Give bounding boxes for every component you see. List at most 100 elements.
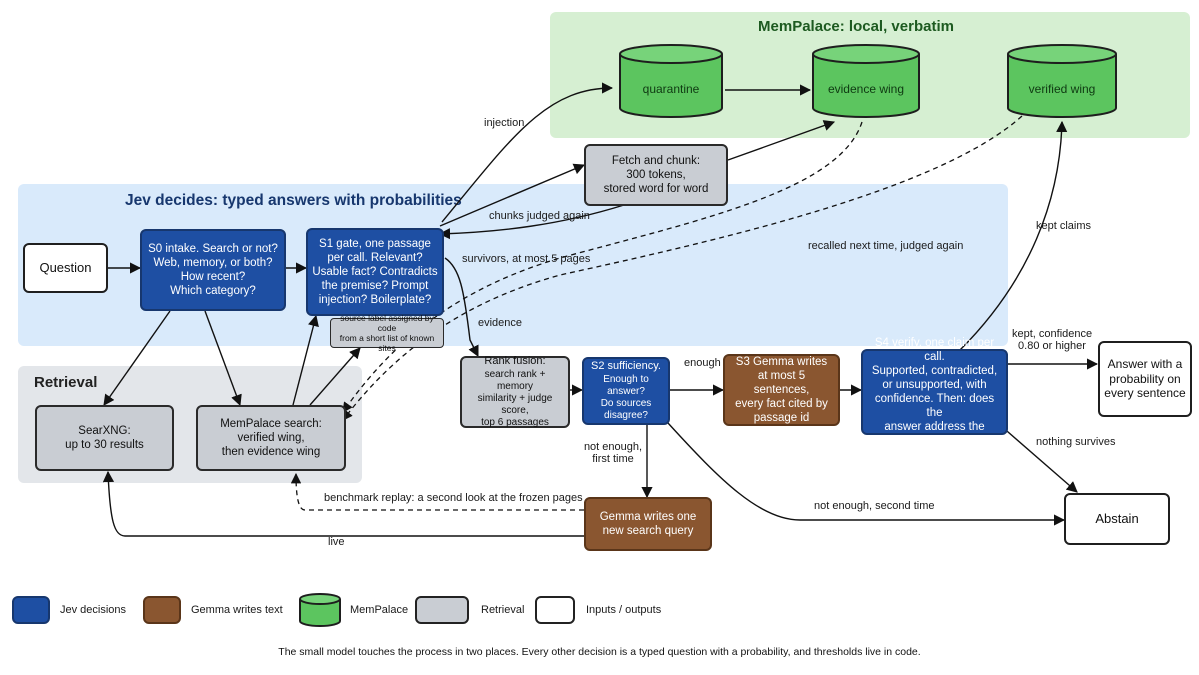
legend-swatch-brown xyxy=(143,596,181,624)
label-kept-claims: kept claims xyxy=(1036,220,1092,232)
rank-line: similarity + judge score, xyxy=(477,392,553,416)
retrieval-region-title: Retrieval xyxy=(34,374,98,391)
s4-line: or unsupported, with xyxy=(882,378,987,391)
s3-line: at most 5 sentences, xyxy=(753,369,810,396)
answer-node: Answer with a probability on every sente… xyxy=(1098,341,1192,417)
s1-line: the premise? Prompt xyxy=(321,280,429,292)
s2-line: S2 sufficiency. xyxy=(591,360,661,373)
label-evidence: evidence xyxy=(478,317,523,329)
rank-fusion-node: Rank fusion: search rank + memory simila… xyxy=(460,355,570,428)
fetch-line: stored word for word xyxy=(603,183,709,195)
gemma-query-line: Gemma writes one xyxy=(599,510,697,523)
s3-line: S3 Gemma writes xyxy=(735,355,828,368)
abstain-line: Abstain xyxy=(1095,511,1139,527)
edge-injection xyxy=(441,82,614,223)
searxng-line: SearXNG: xyxy=(78,424,131,437)
edge-recalled-verified xyxy=(342,115,1023,421)
s4-line: confidence. Then: does the xyxy=(874,393,995,420)
answer-line: every sentence xyxy=(1104,386,1186,401)
edge-nothing-survives xyxy=(999,424,1078,493)
verified-wing-label: verified wing xyxy=(1028,82,1096,96)
edge-s2-abstain xyxy=(667,422,1066,526)
edge-mpsearch-s1-a xyxy=(292,314,319,406)
legend-label: MemPalace xyxy=(350,604,409,616)
label-survivors: survivors, at most 5 pages xyxy=(462,253,591,265)
label-chunks-judged: chunks judged again xyxy=(489,210,590,222)
searxng-line: up to 30 results xyxy=(65,439,144,451)
label-live: live xyxy=(328,536,345,548)
question-line: Question xyxy=(39,260,92,276)
edge-s1-fetch xyxy=(439,163,586,227)
s2-sufficiency-node: S2 sufficiency. Enough to answer? Do sou… xyxy=(582,357,670,425)
s4-line: Supported, contradicted, xyxy=(871,364,998,377)
s3-gemma-writes-node: S3 Gemma writes at most 5 sentences, eve… xyxy=(723,354,840,426)
legend-label: Retrieval xyxy=(481,604,525,616)
jev-region-title: Jev decides: typed answers with probabil… xyxy=(125,192,462,209)
label-benchmark: benchmark replay: a second look at the f… xyxy=(324,492,583,504)
source-note-line: source label assigned by code xyxy=(340,312,434,333)
mp-search-line: MemPalace search: xyxy=(220,417,322,430)
edge-survivors xyxy=(444,257,479,358)
edge-live xyxy=(102,470,584,537)
cylinder-shape xyxy=(619,44,723,118)
gemma-query-line: new search query xyxy=(602,525,694,537)
s1-line: injection? Boilerplate? xyxy=(318,294,432,307)
edge-chunks-judged xyxy=(438,204,625,240)
legend-swatch-cylinder xyxy=(299,593,341,627)
mempalace-search-node: MemPalace search: verified wing, then ev… xyxy=(196,405,346,471)
verified-wing-cylinder: verified wing xyxy=(1006,44,1118,118)
s1-gate-node: S1 gate, one passage per call. Relevant?… xyxy=(306,228,444,316)
legend-label: Jev decisions xyxy=(60,604,127,616)
fetch-chunk-node: Fetch and chunk: 300 tokens, stored word… xyxy=(584,144,728,206)
evidence-wing-cylinder: evidence wing xyxy=(811,44,921,118)
edge-fetch-evidence xyxy=(727,120,836,161)
label-enough: enough xyxy=(684,357,721,369)
kept-confidence-line: 0.80 or higher xyxy=(1018,340,1086,352)
answer-line: probability on xyxy=(1109,371,1181,386)
label-not-enough-first: not enough, first time xyxy=(582,441,644,465)
not-enough-first-line: not enough, xyxy=(583,441,643,453)
answer-line: Answer with a xyxy=(1107,357,1183,372)
quarantine-cylinder: quarantine xyxy=(618,44,724,118)
label-nothing-survives: nothing survives xyxy=(1036,436,1116,448)
kept-confidence-line: kept, confidence xyxy=(1012,328,1093,340)
s4-verify-node: S4 verify, one claim per call. Supported… xyxy=(861,337,1008,447)
s1-line: per call. Relevant? xyxy=(327,251,423,264)
caption: The small model touches the process in t… xyxy=(278,646,921,658)
source-label-note: source label assigned by code from a sho… xyxy=(330,313,444,353)
legend-swatch-white xyxy=(535,596,575,624)
gemma-query-node: Gemma writes one new search query xyxy=(584,497,712,551)
label-not-enough-second: not enough, second time xyxy=(814,500,935,512)
edge-s0-searxng xyxy=(103,310,171,406)
label-injection: injection xyxy=(484,117,525,129)
fetch-line: 300 tokens, xyxy=(626,168,686,181)
rank-line: top 6 passages xyxy=(481,416,549,428)
s1-line: Usable fact? Contradicts xyxy=(312,265,438,278)
s2-line: Enough to answer? xyxy=(603,373,649,397)
s4-line: S4 verify, one claim per call. xyxy=(874,336,995,363)
s0-intake-node: S0 intake. Search or not? Web, memory, o… xyxy=(140,229,286,311)
s0-line: Web, memory, or both? xyxy=(153,256,273,269)
legend-label: Inputs / outputs xyxy=(586,604,662,616)
mp-search-line: verified wing, xyxy=(237,431,305,444)
s4-line: answer address the question? xyxy=(884,421,985,448)
label-kept-confidence: kept, confidence 0.80 or higher xyxy=(1012,328,1092,352)
not-enough-first-line: first time xyxy=(592,453,634,465)
searxng-node: SearXNG: up to 30 results xyxy=(35,405,174,471)
quarantine-label: quarantine xyxy=(642,82,700,96)
s0-line: S0 intake. Search or not? xyxy=(148,242,278,255)
rank-line: search rank + memory xyxy=(484,368,546,392)
legend-label: Gemma writes text xyxy=(191,604,283,616)
mempalace-region-title: MemPalace: local, verbatim xyxy=(758,18,954,35)
mp-search-line: then evidence wing xyxy=(221,446,321,458)
edge-recalled-evidence xyxy=(342,121,863,413)
rank-line: Rank fusion: xyxy=(484,355,546,368)
fetch-line: Fetch and chunk: xyxy=(611,154,701,167)
s1-line: S1 gate, one passage xyxy=(319,237,431,250)
s3-line: passage id xyxy=(753,412,810,425)
s0-line: Which category? xyxy=(170,285,256,298)
legend-swatch-gray xyxy=(415,596,469,624)
cylinder-shape xyxy=(1007,44,1117,118)
source-note-line: from a short list of known sites xyxy=(339,333,435,354)
